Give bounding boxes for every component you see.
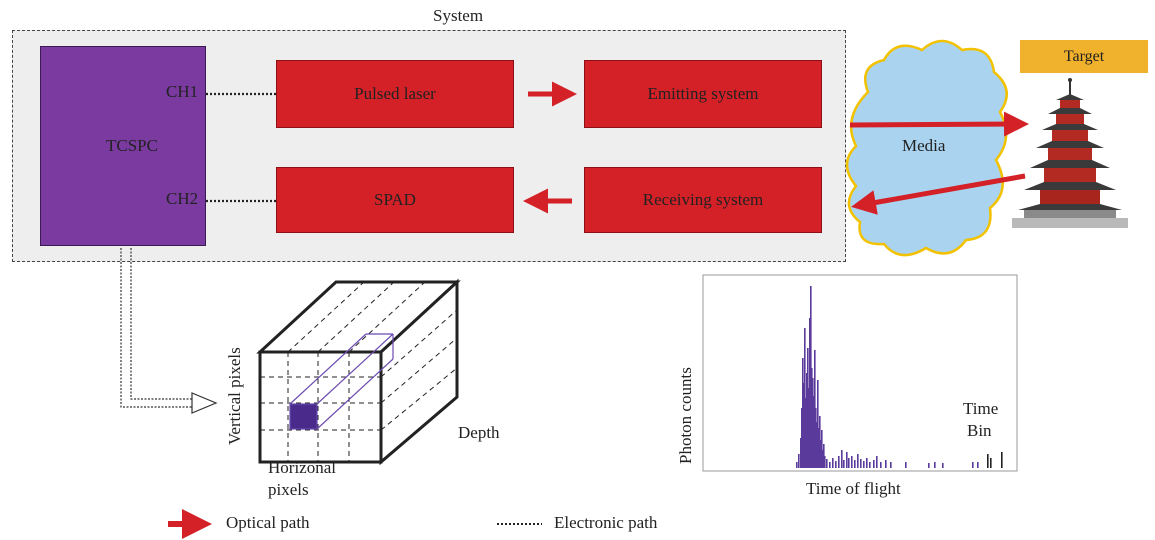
histogram-bar — [808, 388, 810, 468]
histogram-bar — [1001, 452, 1003, 468]
time-bin-label-line1: Time — [963, 399, 999, 418]
histogram-bar — [885, 460, 887, 468]
tcspc-label: TCSPC — [106, 136, 158, 155]
histogram-bar — [846, 452, 848, 468]
histogram-bar — [876, 456, 878, 468]
histogram-bar — [819, 416, 821, 468]
histogram-bar — [810, 286, 812, 468]
emitting-system-block: Emitting system — [584, 60, 822, 128]
histogram-bar — [801, 408, 803, 468]
histogram-bar — [809, 318, 811, 468]
histogram-bar — [869, 462, 871, 468]
histogram-bar — [820, 440, 822, 468]
histogram-bar — [873, 460, 875, 468]
system-title: System — [433, 6, 484, 25]
spad-block: SPAD — [276, 167, 514, 233]
histogram-bar — [987, 454, 989, 468]
histogram-bar — [934, 462, 936, 468]
depth-label: Depth — [458, 423, 500, 442]
histogram-bar — [802, 358, 804, 468]
histogram-frame — [702, 274, 1018, 472]
histogram-bar — [848, 458, 850, 468]
histogram-bar — [857, 454, 859, 468]
histogram-bar — [812, 378, 814, 468]
histogram-bar — [977, 462, 979, 468]
time-of-flight-label: Time of flight — [806, 479, 901, 498]
histogram-bar — [860, 459, 862, 468]
histogram-bar — [841, 450, 843, 468]
histogram-bar — [928, 463, 930, 468]
data-cube — [256, 278, 461, 466]
photon-counts-label: Photon counts — [676, 367, 695, 464]
target-label: Target — [1020, 40, 1148, 73]
histogram-bar — [821, 430, 823, 468]
histogram-bar — [835, 461, 837, 468]
histogram-bar — [990, 458, 992, 468]
histogram-bar — [854, 460, 856, 468]
horizontal-pixels-label-line1: Horizonal — [268, 458, 336, 477]
returning-optical-arrow — [851, 173, 1026, 215]
histogram-bar — [811, 368, 813, 468]
histogram-bar — [823, 444, 825, 468]
histogram-bar — [800, 438, 802, 468]
pixel-depth-column — [289, 333, 394, 430]
histogram-bar — [798, 454, 800, 468]
histogram-bar — [824, 456, 826, 468]
histogram-bar — [804, 328, 806, 468]
histogram-bar — [796, 462, 798, 468]
receiving-system-block: Receiving system — [584, 167, 822, 233]
pagoda-target-icon — [1012, 78, 1128, 228]
tcspc-block — [40, 46, 206, 246]
histogram-bar — [817, 380, 819, 468]
outgoing-optical-arrow — [849, 111, 1029, 137]
histogram-bar — [803, 383, 805, 468]
histogram-bar — [814, 350, 816, 468]
histogram-bar — [832, 458, 834, 468]
histogram-bar — [807, 348, 809, 468]
histogram-bar — [880, 462, 882, 468]
histogram-bar — [822, 450, 824, 468]
histogram-bar — [826, 459, 828, 468]
histogram-bar — [805, 398, 807, 468]
histogram-bar — [818, 428, 820, 468]
pulsed-laser-block: Pulsed laser — [276, 60, 514, 128]
histogram-bar — [905, 462, 907, 468]
histogram-bar — [866, 458, 868, 468]
histogram-bar — [851, 456, 853, 468]
histogram-bar — [813, 396, 815, 468]
histogram-bar — [829, 462, 831, 468]
legend-optical-label: Optical path — [226, 513, 310, 532]
horizontal-pixels-label-line2: pixels — [268, 480, 309, 499]
tcspc-to-cube-arrow — [120, 248, 218, 414]
legend-electronic-label: Electronic path — [554, 513, 658, 532]
time-bin-label-line2: Bin — [967, 421, 992, 440]
histogram-bar — [863, 461, 865, 468]
media-label: Media — [902, 136, 946, 155]
vertical-pixels-label: Vertical pixels — [225, 347, 244, 445]
histogram-bar — [843, 460, 845, 468]
histogram-bars — [796, 286, 1003, 468]
histogram-bar — [942, 463, 944, 468]
ch1-label: CH1 — [166, 82, 199, 101]
histogram-bar — [972, 462, 974, 468]
histogram-bar — [890, 462, 892, 468]
histogram-bar — [815, 408, 817, 468]
histogram-bar — [806, 373, 808, 468]
histogram-bar — [816, 422, 818, 468]
ch2-label: CH2 — [166, 189, 199, 208]
histogram-bar — [838, 456, 840, 468]
